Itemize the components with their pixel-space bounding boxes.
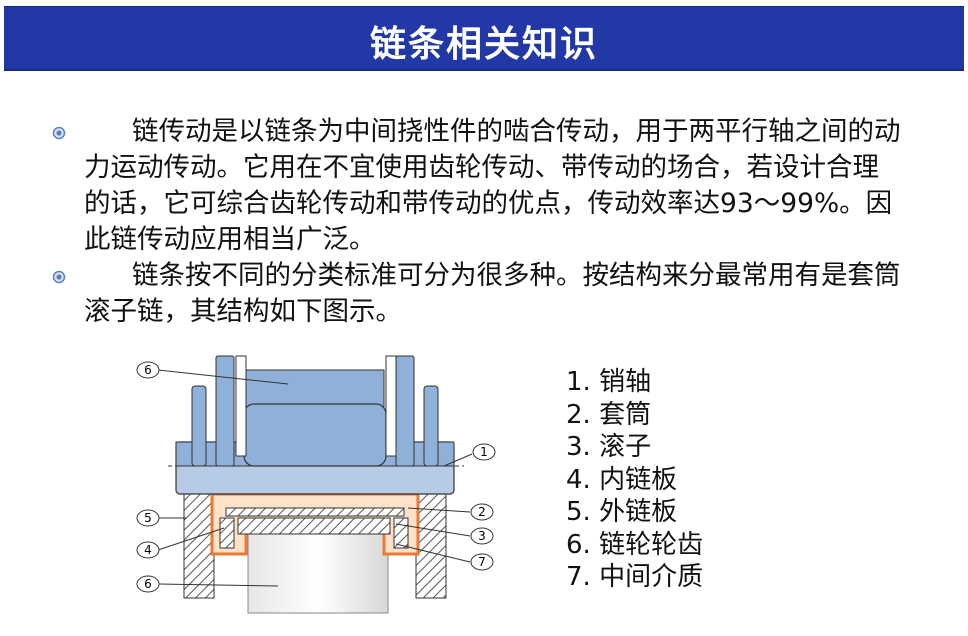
callout-6-top: 6	[136, 361, 160, 379]
parts-legend: 1. 销轴 2. 套筒 3. 滚子 4. 内链板 5. 外链板 6. 链轮轮齿 …	[566, 366, 703, 594]
callout-6-bottom-label: 6	[144, 577, 152, 591]
inner-links-orange	[210, 492, 420, 556]
callout-1-label: 1	[480, 445, 488, 459]
callout-5-label: 5	[144, 511, 152, 525]
legend-item: 2. 套筒	[566, 399, 652, 430]
callout-lines	[157, 369, 473, 587]
legend-item: 4. 内链板	[566, 464, 678, 495]
callout-markers: 6 1 2 3 7 5 4 6	[136, 361, 496, 593]
legend-item: 5. 外链板	[566, 497, 678, 527]
page-title: 链条相关知识	[369, 24, 598, 65]
callout-4: 4	[136, 541, 160, 559]
callout-2: 2	[470, 503, 494, 521]
callout-5: 5	[136, 509, 160, 527]
callout-7: 7	[470, 553, 494, 571]
bullet-icon	[52, 126, 66, 140]
callout-1: 1	[472, 443, 496, 461]
bullet-icon	[52, 270, 66, 284]
paragraph-2-text: 链条按不同的分类标准可分为很多种。按结构来分最常用有是套筒滚子链，其结构如下图示…	[84, 260, 901, 327]
title-bar: 链条相关知识	[4, 6, 964, 71]
legend-item: 1. 销轴	[566, 367, 652, 397]
roller-chain-diagram: 6 1 2 3 7 5 4 6	[136, 355, 496, 614]
callout-6-top-label: 6	[144, 363, 152, 377]
legend-item: 3. 滚子	[566, 432, 652, 462]
callout-2-label: 2	[478, 505, 486, 519]
callout-3: 3	[470, 527, 494, 545]
callout-7-label: 7	[478, 555, 486, 569]
legend-item: 6. 链轮轮齿	[566, 529, 704, 560]
paragraph-1: 链传动是以链条为中间挠性件的啮合传动，用于两平行轴之间的动力运动传动。它用在不宜…	[84, 114, 904, 258]
callout-4-label: 4	[144, 543, 152, 557]
sprocket-tooth-top	[191, 355, 439, 467]
sprocket-tooth-bottom	[247, 532, 389, 614]
paragraph-2: 链条按不同的分类标准可分为很多种。按结构来分最常用有是套筒滚子链，其结构如下图示…	[84, 258, 904, 330]
legend-item: 7. 中间介质	[566, 562, 704, 592]
callout-6-bottom: 6	[136, 575, 160, 593]
callout-3-label: 3	[478, 529, 486, 543]
paragraph-1-text: 链传动是以链条为中间挠性件的啮合传动，用于两平行轴之间的动力运动传动。它用在不宜…	[84, 116, 901, 255]
